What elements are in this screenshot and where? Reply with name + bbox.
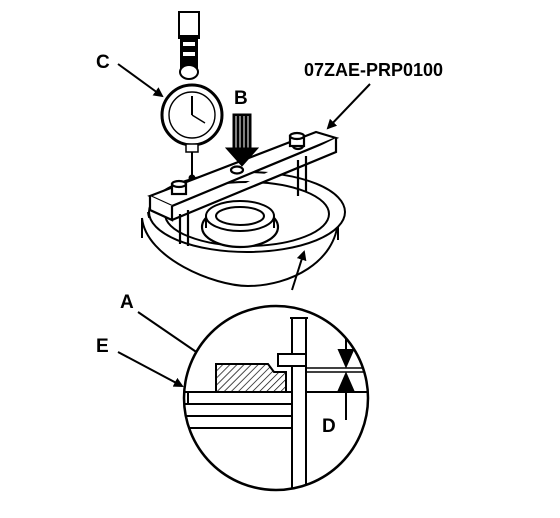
force-arrow-b — [224, 113, 260, 167]
label-d: D — [322, 416, 336, 437]
label-e: E — [96, 336, 109, 357]
leader-tool — [326, 83, 371, 130]
leader-e — [117, 351, 184, 387]
leader-c — [117, 63, 164, 98]
dial-indicator-face — [160, 83, 224, 182]
dial-indicator-stem — [178, 11, 200, 80]
tool-part-number: 07ZAE-PRP0100 — [304, 60, 443, 80]
special-tool-bar — [147, 130, 340, 246]
label-b: B — [234, 88, 248, 109]
label-c: C — [96, 52, 110, 73]
detail-callout-arrow — [291, 250, 307, 291]
label-a: A — [120, 292, 134, 313]
detail-view — [182, 304, 370, 492]
